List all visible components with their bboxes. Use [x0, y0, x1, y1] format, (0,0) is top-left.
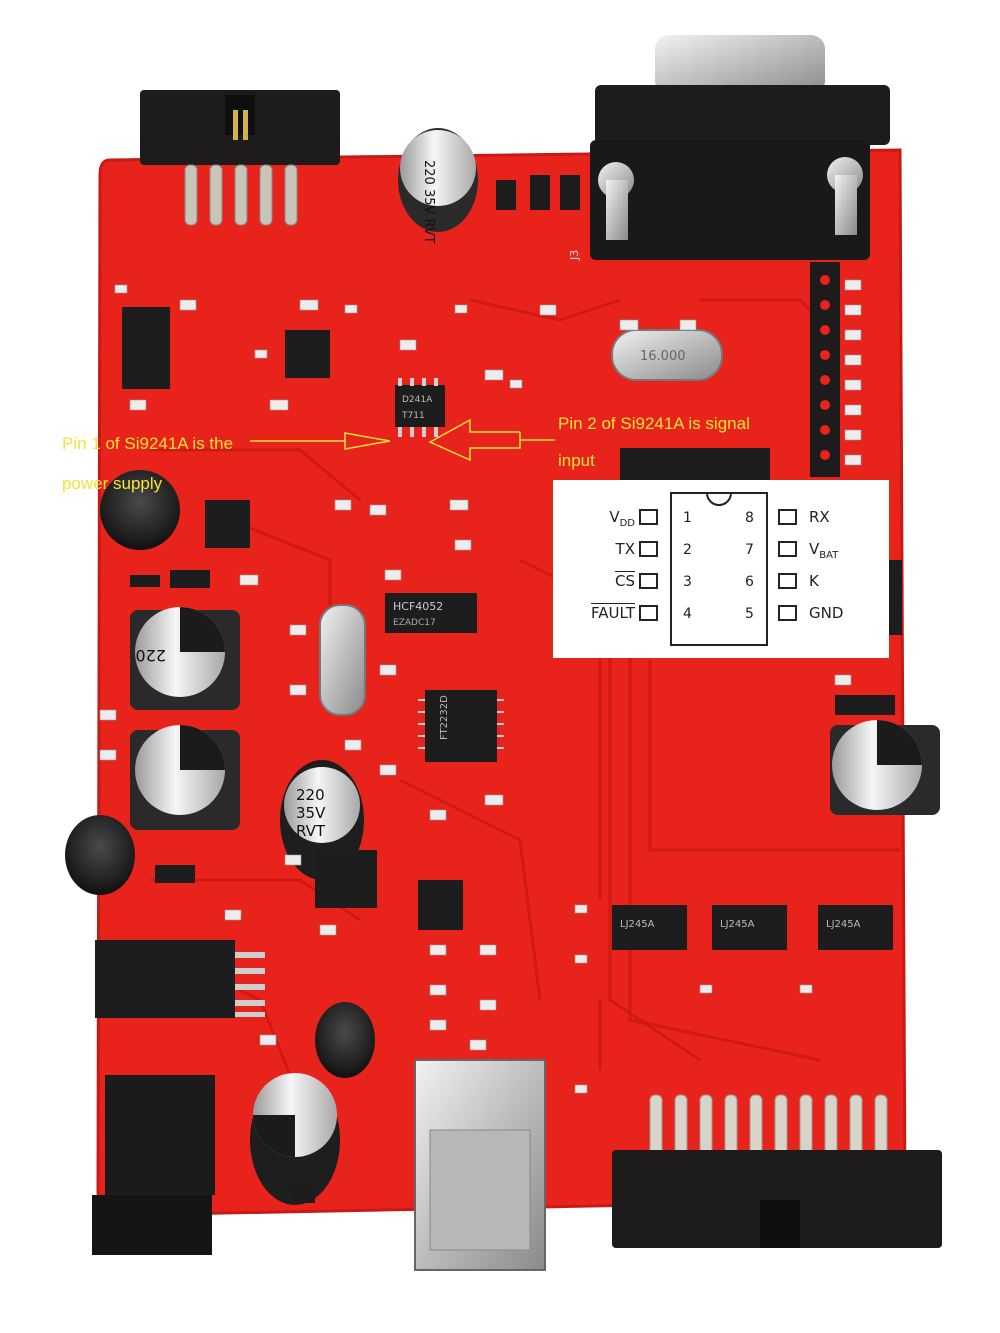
svg-text:220: 220 — [135, 646, 166, 665]
dc-jack — [92, 1075, 215, 1255]
chip-u2a: D241A T711 — [395, 378, 445, 437]
pin2-number: 2 — [683, 542, 692, 558]
pin5-label: GND — [809, 604, 844, 622]
crystal-center — [319, 604, 366, 716]
smd-pads — [99, 279, 862, 1094]
svg-text:D241A: D241A — [402, 395, 433, 405]
chip-lj245a-3: LJ245A — [818, 905, 893, 950]
dsub-ref-label: J3 — [568, 250, 581, 261]
svg-text:16.000: 16.000 — [640, 349, 686, 364]
pin3-number: 3 — [683, 574, 692, 590]
pinout-ic-outline — [639, 492, 797, 646]
inductor-bottom — [315, 1002, 375, 1078]
capacitor-bottom — [250, 1073, 340, 1205]
svg-text:RVT: RVT — [296, 822, 326, 840]
chip-ftdi: FT2232D — [418, 690, 504, 762]
crystal-top: 16.000 — [611, 329, 723, 381]
pin2-label: TX — [615, 540, 635, 558]
chip-8pin-left — [205, 500, 250, 548]
pin6-label: K — [809, 572, 819, 590]
pin8-number: 8 — [745, 510, 754, 526]
svg-text:EZADC17: EZADC17 — [393, 618, 436, 628]
svg-text:FT2232D: FT2232D — [439, 695, 450, 740]
svg-text:220 35V RVT: 220 35V RVT — [421, 160, 436, 244]
svg-text:LJ245A: LJ245A — [620, 919, 655, 930]
pin-header-right — [810, 262, 840, 477]
inductor-left-top — [100, 470, 180, 550]
pin2-callout-line2: input — [558, 451, 595, 470]
pin3-label: CS — [615, 572, 635, 590]
chip-top-left-diode — [122, 307, 170, 389]
svg-text:HCF4052: HCF4052 — [393, 600, 443, 613]
pin1-callout-line2: power supply — [62, 474, 163, 493]
svg-text:220: 220 — [296, 786, 325, 804]
annotation-pin1-arrow — [250, 432, 391, 450]
pin4-number: 4 — [683, 606, 692, 622]
pin7-label: VBAT — [809, 540, 839, 561]
chip-wide — [620, 448, 770, 480]
annotation-pin2-arrow — [428, 418, 555, 462]
pin7-number: 7 — [745, 542, 754, 558]
svg-text:LJ245A: LJ245A — [720, 919, 755, 930]
pin5-number: 5 — [745, 606, 754, 622]
idc-header-top-left — [140, 90, 340, 226]
chip-8pin-top — [285, 330, 330, 378]
pin6-number: 6 — [745, 574, 754, 590]
svg-text:LJ245A: LJ245A — [826, 919, 861, 930]
chip-regulator — [315, 850, 377, 908]
chip-lm2576 — [95, 940, 265, 1018]
pin4-label: FAULT — [591, 604, 635, 622]
inductor-left-bottom — [65, 815, 135, 895]
pin2-callout-line1: Pin 2 of Si9241A is signal — [558, 414, 750, 433]
svg-text:T711: T711 — [401, 411, 425, 421]
chip-atmtc — [418, 880, 463, 930]
si9241a-pinout-diagram: VDD TX CS FAULT 1 2 3 4 8 7 6 5 RX VBAT … — [553, 480, 889, 658]
capacitor-center: 220 35V RVT — [280, 760, 364, 880]
pin1-label: VDD — [609, 508, 635, 529]
capacitor-left-2 — [130, 725, 240, 830]
chip-lj245a-2: LJ245A — [712, 905, 787, 950]
usb-b-connector — [414, 1059, 546, 1271]
svg-text:35V: 35V — [296, 804, 326, 822]
chip-lj245a-1: LJ245A — [612, 905, 687, 950]
chip-hcf4052: HCF4052 EZADC17 — [385, 593, 477, 633]
idc-header-bottom-right — [612, 1094, 942, 1248]
pin8-label: RX — [809, 508, 830, 526]
pin1-callout-line1: Pin 1 of Si9241A is the — [62, 434, 234, 453]
capacitor-right — [830, 720, 940, 815]
capacitor-left-1: 220 — [130, 607, 240, 710]
capacitor-top: 220 35V RVT — [398, 128, 478, 244]
pin1-number: 1 — [683, 510, 692, 526]
db9-connector: J3 — [568, 35, 890, 261]
